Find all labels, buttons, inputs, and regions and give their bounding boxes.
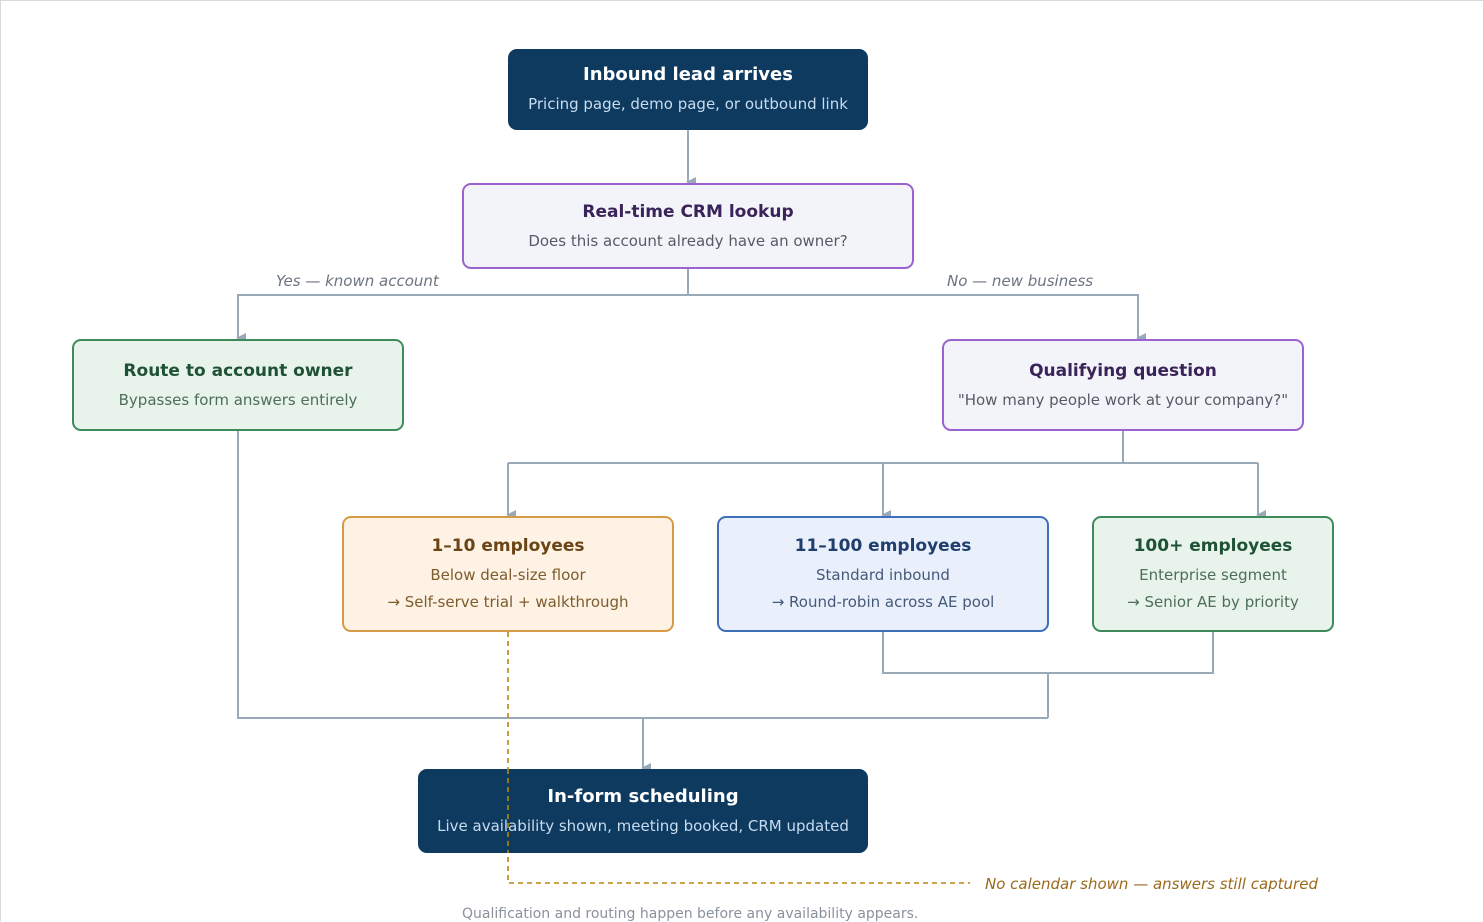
node-subtitle: Pricing page, demo page, or outbound lin… [528, 95, 848, 113]
node-subtitle: Below deal-size floor [430, 566, 586, 584]
node-title: Inbound lead arrives [583, 64, 793, 85]
node-mid-company: 11–100 employees Standard inbound → Roun… [717, 516, 1049, 632]
edge-split-qualify [688, 294, 1146, 343]
node-crm-lookup: Real-time CRM lookup Does this account a… [462, 183, 914, 269]
footnote: Qualification and routing happen before … [462, 906, 919, 922]
node-enterprise: 100+ employees Enterprise segment → Seni… [1092, 516, 1334, 632]
node-route: → Senior AE by priority [1127, 593, 1299, 611]
node-subtitle: Bypasses form answers entirely [118, 390, 358, 409]
edge-mid-ent-merge [882, 632, 1214, 674]
edge-label-no-calendar: No calendar shown — answers still captur… [985, 875, 1318, 893]
node-route-owner: Route to account owner Bypasses form ans… [72, 339, 404, 431]
node-title: Qualifying question [1029, 360, 1217, 381]
edge-split-owner [236, 294, 688, 343]
node-title: Real-time CRM lookup [582, 201, 794, 222]
edge-small-dashed [507, 632, 970, 884]
node-subtitle: Does this account already have an owner? [528, 231, 848, 250]
node-title: Route to account owner [123, 360, 353, 381]
edge-label-no: No — new business [947, 272, 1094, 290]
edge-owner-down [237, 431, 1048, 719]
node-title: 11–100 employees [794, 536, 972, 556]
node-subtitle: Enterprise segment [1139, 566, 1287, 584]
node-inbound-lead: Inbound lead arrives Pricing page, demo … [508, 49, 868, 130]
node-small-company: 1–10 employees Below deal-size floor → S… [342, 516, 674, 632]
node-route: → Self-serve trial + walkthrough [387, 593, 629, 611]
node-qualifying-question: Qualifying question "How many people wor… [942, 339, 1304, 431]
node-route: → Round-robin across AE pool [771, 593, 995, 611]
node-title: 100+ employees [1133, 536, 1293, 556]
edge-label-yes: Yes — known account [276, 272, 439, 290]
node-title: 1–10 employees [431, 536, 585, 556]
node-title: In-form scheduling [547, 785, 739, 807]
node-in-form-scheduling: In-form scheduling Live availability sho… [418, 769, 868, 853]
node-subtitle: Live availability shown, meeting booked,… [437, 816, 849, 835]
node-subtitle: "How many people work at your company?" [957, 390, 1289, 409]
node-subtitle: Standard inbound [816, 566, 950, 584]
